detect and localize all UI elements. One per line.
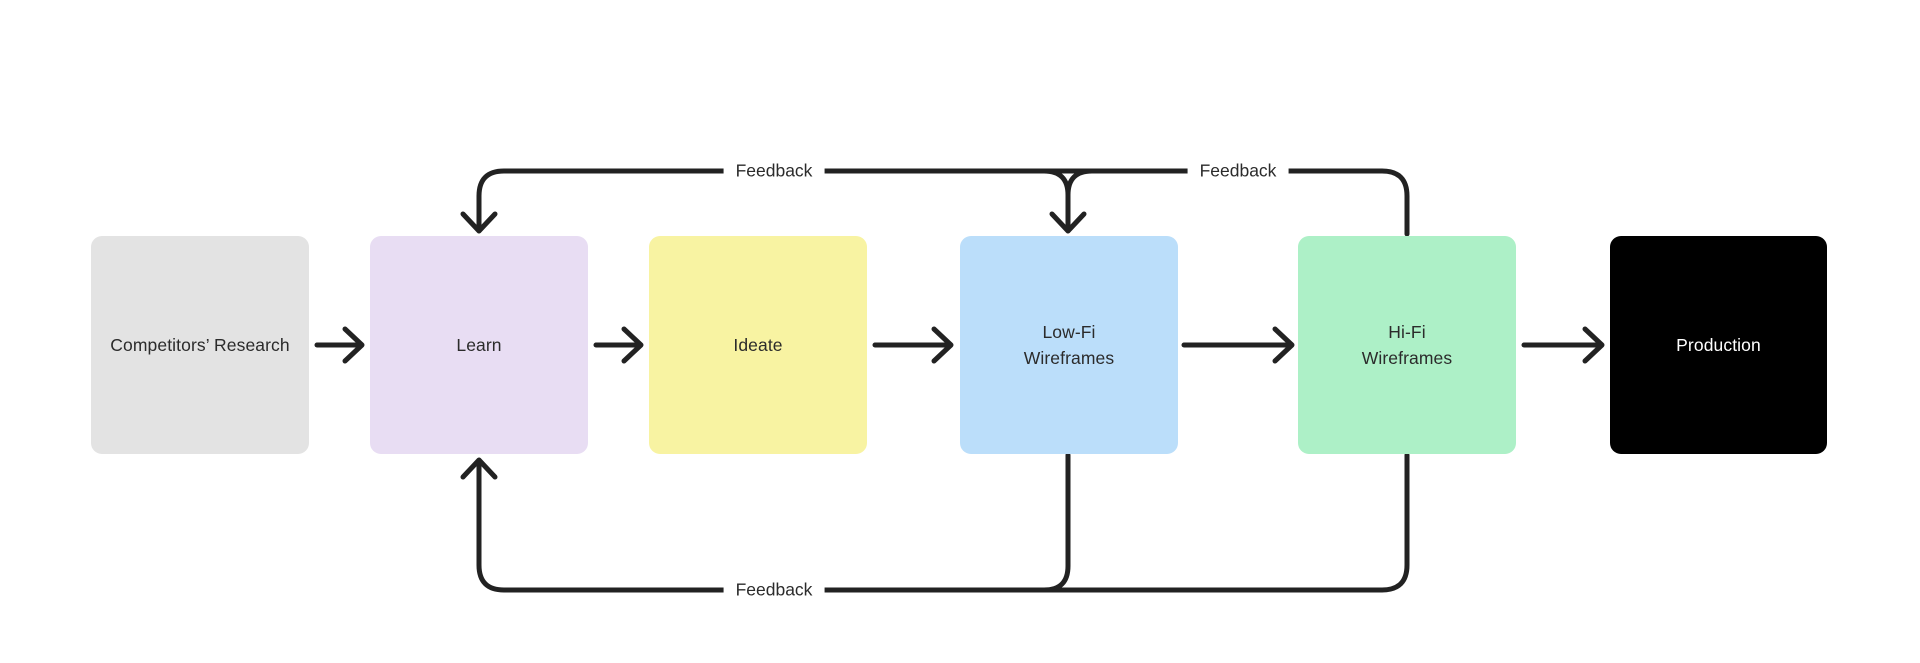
flow-arrows <box>314 326 1605 364</box>
arrowhead-lowfi-to-hifi <box>1272 326 1295 364</box>
node-ideate[interactable]: Ideate <box>649 236 867 454</box>
node-production[interactable]: Production <box>1610 236 1827 454</box>
node-production-label: Production <box>1676 335 1761 355</box>
arrowhead-into-learn-bottom <box>460 457 498 480</box>
node-lowfi-wireframes-label: Low-Fi Wireframes <box>1023 322 1115 368</box>
node-ideate-label: Ideate <box>733 335 783 355</box>
arrowhead-learn-to-ideate <box>621 326 644 364</box>
arrowhead-research-to-learn <box>342 326 365 364</box>
arrowhead-into-learn-top <box>460 211 498 234</box>
arrowhead-into-lowfi-top <box>1049 211 1087 234</box>
edge-label-feedback-top-right: Feedback <box>1187 160 1289 182</box>
edge-branch-lowfi-bottom <box>1041 452 1071 593</box>
edge-branch-lowfi-top-right-fillet <box>1065 168 1095 198</box>
node-hifi-wireframes-label: Hi-Fi Wireframes <box>1361 322 1453 368</box>
node-hifi-wireframes[interactable]: Hi-Fi Wireframes <box>1298 236 1516 454</box>
arrowhead-hifi-to-production <box>1582 326 1605 364</box>
edge-label-feedback-top-left: Feedback <box>723 160 825 182</box>
edge-hifi-to-learn-bottom <box>476 452 1410 593</box>
feedback-loop-top <box>460 168 1410 237</box>
node-learn-label: Learn <box>456 335 502 355</box>
edge-hifi-to-learn-top <box>476 168 1410 237</box>
node-learn[interactable]: Learn <box>370 236 588 454</box>
arrowhead-ideate-to-lowfi <box>931 326 954 364</box>
node-competitors-research-label: Competitors’ Research <box>110 335 290 355</box>
node-competitors-research[interactable]: Competitors’ Research <box>91 236 309 454</box>
node-lowfi-wireframes[interactable]: Low-Fi Wireframes <box>960 236 1178 454</box>
feedback-loop-bottom <box>460 452 1410 593</box>
edge-label-feedback-bottom: Feedback <box>723 579 825 601</box>
